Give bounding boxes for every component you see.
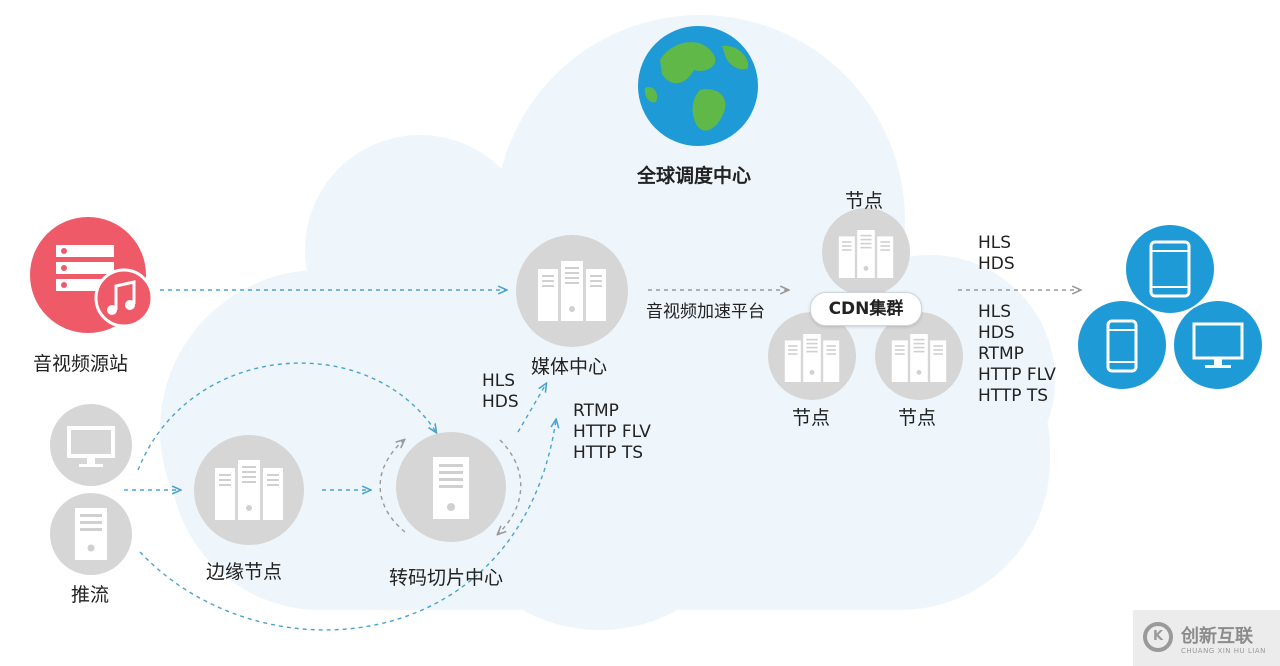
monitor-icon bbox=[1174, 301, 1262, 389]
protocol-item: HTTP FLV bbox=[978, 365, 1056, 385]
logo-name: 创新互联 bbox=[1181, 626, 1253, 647]
edge-node-icon bbox=[194, 435, 304, 545]
arrow-transcode-to-media bbox=[517, 384, 546, 433]
connectors bbox=[124, 290, 1080, 631]
edge-node-label: 边缘节点 bbox=[206, 561, 283, 583]
protocol-item: HTTP TS bbox=[978, 386, 1049, 406]
global-center-label: 全球调度中心 bbox=[637, 165, 752, 187]
protocol-item: RTMP bbox=[573, 401, 619, 421]
arrow-push-to-media-arc bbox=[139, 420, 556, 631]
cdn-node-label-right: 节点 bbox=[898, 407, 937, 429]
protocol-item: HLS bbox=[978, 233, 1012, 253]
platform-label: 音视频加速平台 bbox=[646, 302, 765, 322]
protocol-item: HTTP FLV bbox=[573, 422, 651, 442]
protocol-item: HLS bbox=[482, 371, 516, 391]
cdn-node-icon-right bbox=[875, 312, 963, 400]
media-center-label: 媒体中心 bbox=[531, 356, 608, 378]
arrow-push-to-transcode-arc bbox=[137, 362, 436, 471]
logo-subtitle: CHUANG XIN HU LIAN bbox=[1181, 647, 1266, 655]
media-center-icon bbox=[516, 235, 628, 347]
push-monitor-icon bbox=[50, 404, 132, 486]
cdn-node-label-left: 节点 bbox=[792, 407, 831, 429]
protocol-item: HDS bbox=[482, 392, 519, 412]
protocols-cdn-bottom: HLS HDS RTMP HTTP FLV HTTP TS bbox=[978, 302, 1056, 407]
protocols-push-to-media: RTMP HTTP FLV HTTP TS bbox=[573, 401, 651, 464]
globe-icon bbox=[638, 26, 758, 146]
protocol-item: HTTP TS bbox=[573, 443, 644, 463]
push-label: 推流 bbox=[71, 584, 110, 606]
protocols-transcode-to-media: HLS HDS bbox=[482, 371, 519, 413]
source-station-icon bbox=[30, 217, 154, 333]
watermark-logo: K 创新互联 CHUANG XIN HU LIAN bbox=[1133, 610, 1280, 666]
phone-icon bbox=[1078, 301, 1166, 389]
cdn-node-icon-top bbox=[822, 208, 910, 296]
protocol-item: HLS bbox=[978, 302, 1012, 322]
push-tower-icon bbox=[50, 493, 132, 575]
cdn-node-icon-left bbox=[768, 312, 856, 400]
protocol-item: HDS bbox=[978, 323, 1015, 343]
protocol-item: HDS bbox=[978, 254, 1015, 274]
cdn-cluster-badge: CDN集群 bbox=[810, 292, 922, 326]
source-station-label: 音视频源站 bbox=[33, 353, 129, 375]
logo-mark-icon: K bbox=[1143, 622, 1173, 652]
cdn-node-label-top: 节点 bbox=[845, 190, 884, 212]
tablet-icon bbox=[1126, 225, 1214, 313]
protocol-item: RTMP bbox=[978, 344, 1024, 364]
transcode-center-icon bbox=[396, 432, 506, 542]
protocols-cdn-top: HLS HDS bbox=[978, 233, 1015, 275]
transcode-center-label: 转码切片中心 bbox=[389, 567, 504, 589]
